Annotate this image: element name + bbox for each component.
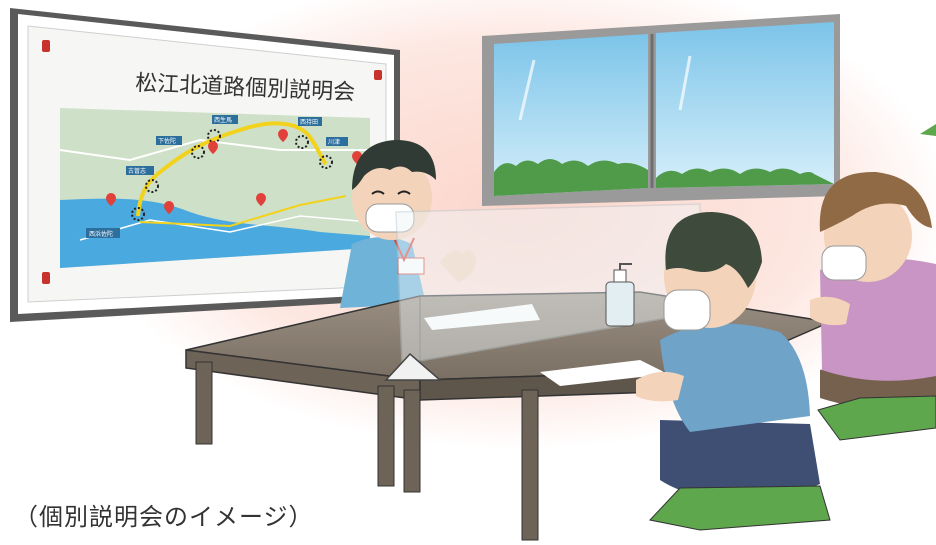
image-caption: （個別説明会のイメージ）	[14, 503, 314, 531]
map-label-3: 下佐陀	[158, 137, 176, 145]
map-label-1: 西浜佐陀	[89, 230, 113, 238]
poster: 西浜佐陀 古曽志 下佐陀 西生馬 西持田 川津 松江北道路個別説明会	[10, 8, 400, 322]
visitor-woman	[810, 171, 936, 441]
map-label-4: 西生馬	[214, 116, 232, 124]
staff-person	[340, 140, 476, 308]
map-label-2: 古曽志	[128, 167, 146, 175]
sanitizer-bottle	[605, 263, 635, 327]
window	[482, 14, 840, 206]
poster-map: 西浜佐陀 古曽志 下佐陀 西生馬 西持田 川津	[59, 108, 371, 268]
map-label-6: 川津	[328, 139, 340, 146]
visitor-man	[636, 212, 831, 531]
map-label-5: 西持田	[300, 118, 318, 126]
